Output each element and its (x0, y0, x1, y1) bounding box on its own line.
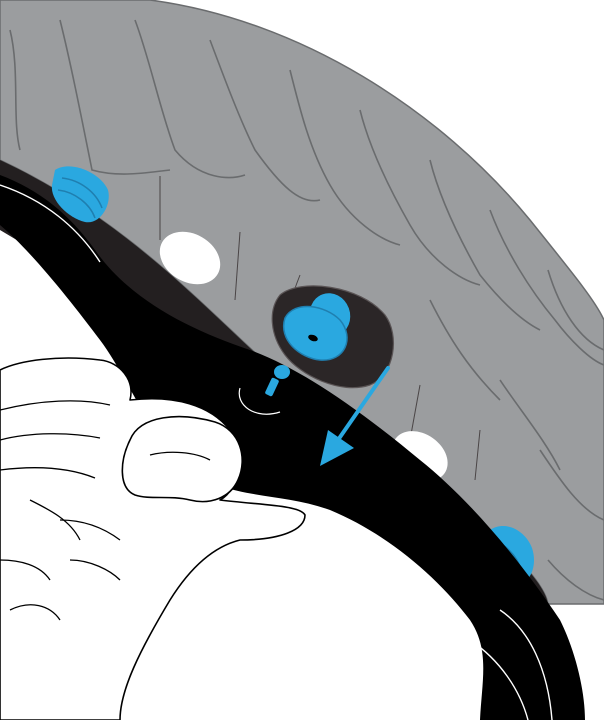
hand-thumb (122, 417, 242, 502)
